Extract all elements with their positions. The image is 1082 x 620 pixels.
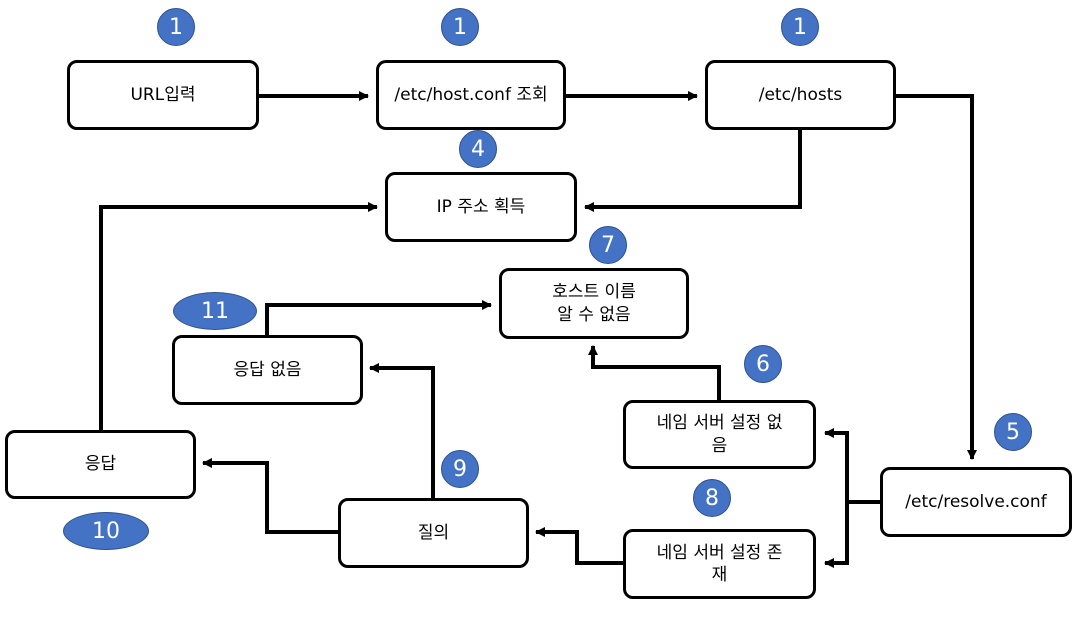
node-host-conf-label: /etc/host.conf 조회 <box>394 84 548 105</box>
arrow-query-to-response <box>202 458 340 534</box>
arrow-nsnone-to-unknown <box>588 345 721 400</box>
step-badge-1-hosts: 1 <box>781 8 819 46</box>
node-unknown-host: 호스트 이름 알 수 없음 <box>499 268 689 339</box>
node-url-input-label: URL입력 <box>130 84 196 105</box>
node-hosts: /etc/hosts <box>705 60 896 130</box>
step-badge-1-url: 1 <box>157 8 195 46</box>
node-ns-none-label: 네임 서버 설정 없 음 <box>656 413 783 456</box>
node-ns-exists-label: 네임 서버 설정 존 재 <box>656 542 783 585</box>
node-ns-exists: 네임 서버 설정 존 재 <box>623 529 816 599</box>
node-unknown-host-label: 호스트 이름 알 수 없음 <box>552 282 636 325</box>
node-response-label: 응답 <box>84 454 117 475</box>
node-url-input: URL입력 <box>67 60 259 130</box>
arrow-query-to-noresponse <box>369 363 435 498</box>
step-badge-6: 6 <box>744 345 782 383</box>
arrow-resolve-to-nsexists <box>824 502 849 568</box>
arrow-response-to-ip <box>99 202 378 430</box>
node-resolve-conf-label: /etc/resolve.conf <box>905 491 1047 512</box>
arrow-noresponse-to-unknown <box>265 300 492 335</box>
step-badge-5: 5 <box>994 413 1032 451</box>
step-badge-8: 8 <box>693 479 731 517</box>
node-ip-get: IP 주소 획득 <box>385 172 577 242</box>
node-host-conf: /etc/host.conf 조회 <box>376 60 566 130</box>
arrow-hosts-to-resolve <box>896 94 977 460</box>
step-badge-7: 7 <box>589 226 627 264</box>
node-ip-get-label: IP 주소 획득 <box>436 196 526 217</box>
node-resolve-conf: /etc/resolve.conf <box>880 467 1072 537</box>
step-badge-10: 10 <box>63 512 149 550</box>
node-response: 응답 <box>5 430 196 499</box>
node-hosts-label: /etc/hosts <box>758 84 843 105</box>
node-ns-none: 네임 서버 설정 없 음 <box>623 400 816 469</box>
step-badge-1-hostconf: 1 <box>441 8 479 46</box>
step-badge-11: 11 <box>173 292 257 330</box>
arrow-hosts-to-ip <box>584 129 802 212</box>
node-query-label: 질의 <box>417 522 450 543</box>
arrow-nsexists-to-query <box>535 527 624 565</box>
node-no-response-label: 응답 없음 <box>233 359 302 380</box>
step-badge-4: 4 <box>459 130 497 168</box>
arrow-resolve-to-nsnone <box>824 428 880 504</box>
node-no-response: 응답 없음 <box>172 335 363 405</box>
step-badge-9: 9 <box>441 450 479 488</box>
node-query: 질의 <box>338 498 529 568</box>
